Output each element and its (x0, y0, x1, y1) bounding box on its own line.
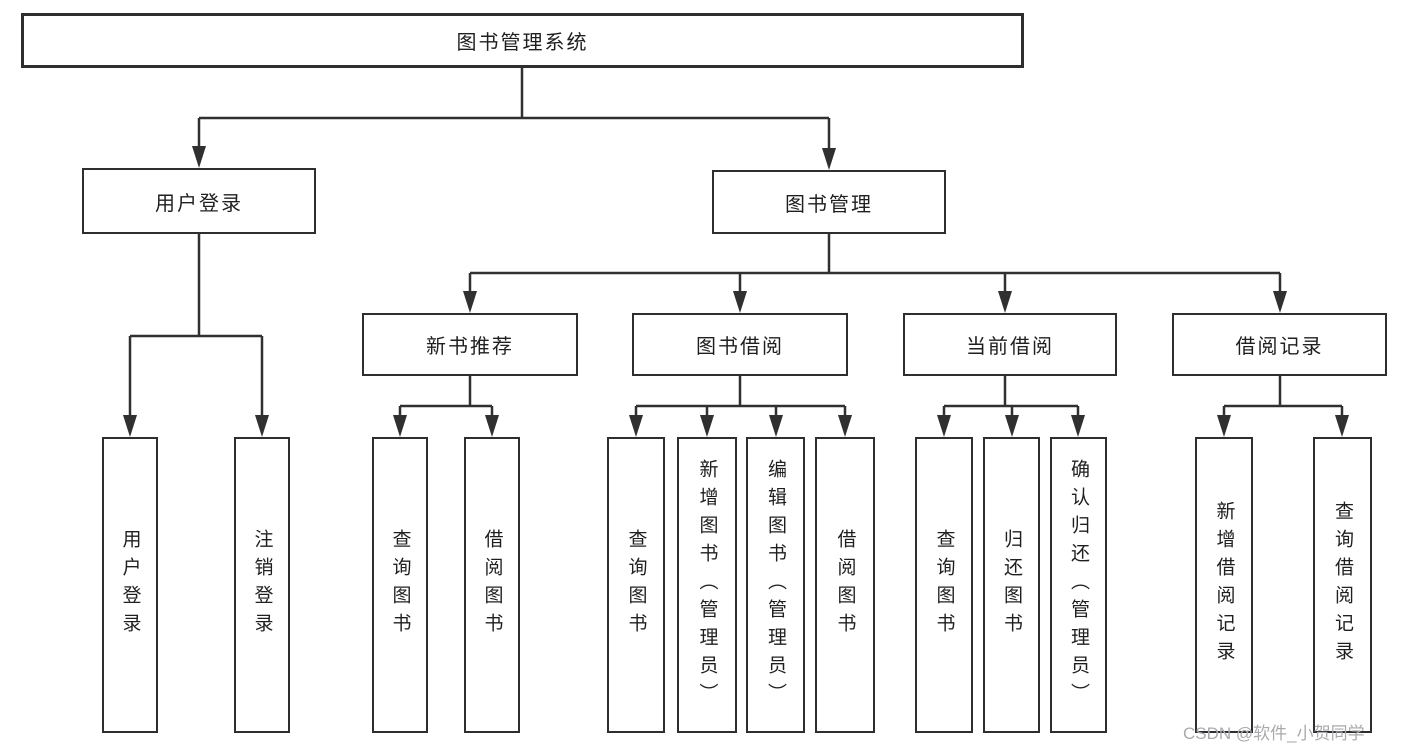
leaf-edit-books-admin: 编辑图书（管理员） (746, 437, 805, 733)
leaf-query-borrow-record: 查询借阅记录 (1313, 437, 1372, 733)
node-book-borrow: 图书借阅 (632, 313, 848, 376)
leaf-query-books-3: 查询图书 (915, 437, 973, 733)
leaf-query-books-1: 查询图书 (372, 437, 428, 733)
connector-borrow-records-to-leaves (1217, 376, 1349, 437)
connector-user-login-to-leaves (123, 234, 269, 437)
leaf-add-borrow-record: 新增借阅记录 (1195, 437, 1253, 733)
node-borrow-records: 借阅记录 (1172, 313, 1387, 376)
leaf-return-books: 归还图书 (983, 437, 1040, 733)
leaf-borrow-books-2: 借阅图书 (815, 437, 875, 733)
node-root-library-system: 图书管理系统 (21, 13, 1024, 68)
connector-current-borrow-to-leaves (937, 376, 1085, 437)
leaf-logout: 注销登录 (234, 437, 290, 733)
leaf-add-books-admin: 新增图书（管理员） (677, 437, 737, 733)
connector-root-to-level2 (192, 68, 836, 170)
leaf-confirm-return-admin: 确认归还（管理员） (1050, 437, 1107, 733)
node-book-management: 图书管理 (712, 170, 946, 234)
leaf-borrow-books-1: 借阅图书 (464, 437, 520, 733)
node-new-book-recommend: 新书推荐 (362, 313, 578, 376)
node-user-login: 用户登录 (82, 168, 316, 234)
leaf-user-login: 用户登录 (102, 437, 158, 733)
connector-new-book-rec-to-leaves (393, 376, 499, 437)
connector-book-mgmt-to-level3 (463, 234, 1287, 313)
node-current-borrow: 当前借阅 (903, 313, 1117, 376)
connector-book-borrow-to-leaves (629, 376, 852, 437)
csdn-watermark: CSDN @软件_小贺同学 (1183, 724, 1365, 743)
leaf-query-books-2: 查询图书 (607, 437, 665, 733)
